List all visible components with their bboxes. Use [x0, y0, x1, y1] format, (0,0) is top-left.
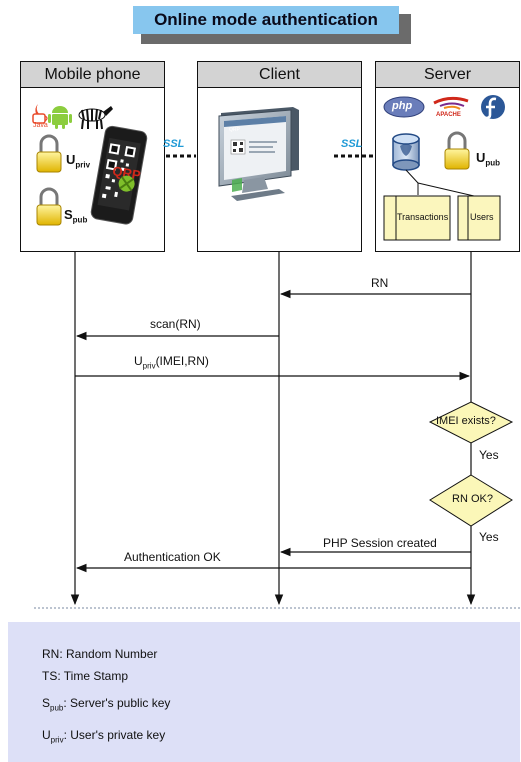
lock-icon-spub: [36, 187, 62, 226]
zebra-icon: [78, 106, 113, 130]
client-header: Client: [197, 61, 362, 87]
imei-check-label: IMEI exists?: [436, 415, 496, 427]
server-upub-label: Upub: [476, 150, 501, 168]
apache-label: APACHE: [436, 112, 461, 118]
legend-box: RN: Random Number TS: Time Stamp Spub: S…: [8, 622, 520, 762]
apache-icon: [433, 96, 469, 110]
legend-spub: Spub: Server's public key: [42, 696, 171, 713]
diagram-title: Online mode authentication: [133, 6, 399, 34]
android-icon: [48, 106, 72, 129]
imei-yes-label: Yes: [479, 448, 499, 462]
ssl-label-left: SSL: [163, 138, 185, 150]
ssl-label-right: SSL: [341, 138, 363, 150]
svg-text:QRP: QRP: [111, 163, 142, 183]
server-header: Server: [375, 61, 520, 87]
php-label: php: [392, 100, 413, 112]
php-icon: [383, 96, 425, 118]
rn-check-label: RN OK?: [452, 493, 493, 505]
transactions-table-label: Transactions: [397, 212, 449, 222]
legend-rn: RN: Random Number: [42, 647, 158, 661]
java-label: Java: [33, 122, 48, 129]
legend-ts: TS: Time Stamp: [42, 669, 129, 683]
database-icon: [392, 133, 420, 171]
users-table-label: Users: [470, 212, 494, 222]
lock-icon-upriv: [36, 134, 62, 173]
message-upriv-label: Upriv(IMEI,RN): [134, 354, 209, 371]
java-icon: [32, 104, 48, 124]
rn-yes-label: Yes: [479, 530, 499, 544]
legend-upriv: Upriv: User's private key: [42, 728, 166, 745]
mobile-phone-header: Mobile phone: [20, 61, 165, 87]
computer-monitor-icon: QRP: [218, 107, 299, 201]
fedora-icon: [481, 95, 505, 120]
users-table-box: [457, 195, 501, 241]
message-session-label: PHP Session created: [323, 536, 437, 550]
message-scan-label: scan(RN): [150, 317, 201, 331]
mobile-upriv-label: Upriv: [66, 152, 91, 170]
lock-icon-upub: [444, 131, 470, 170]
message-rn-label: RN: [371, 276, 389, 290]
smartphone-qr-icon: QRP: [90, 125, 148, 225]
rn-decision-diamond: [429, 474, 513, 527]
svg-text:QRP: QRP: [229, 127, 241, 133]
imei-decision-diamond: [428, 401, 514, 444]
mobile-spub-label: Spub: [64, 207, 88, 225]
message-auth-ok-label: Authentication OK: [124, 550, 221, 564]
transactions-table-box: [383, 195, 451, 241]
db-connector-lines: [405, 169, 475, 197]
